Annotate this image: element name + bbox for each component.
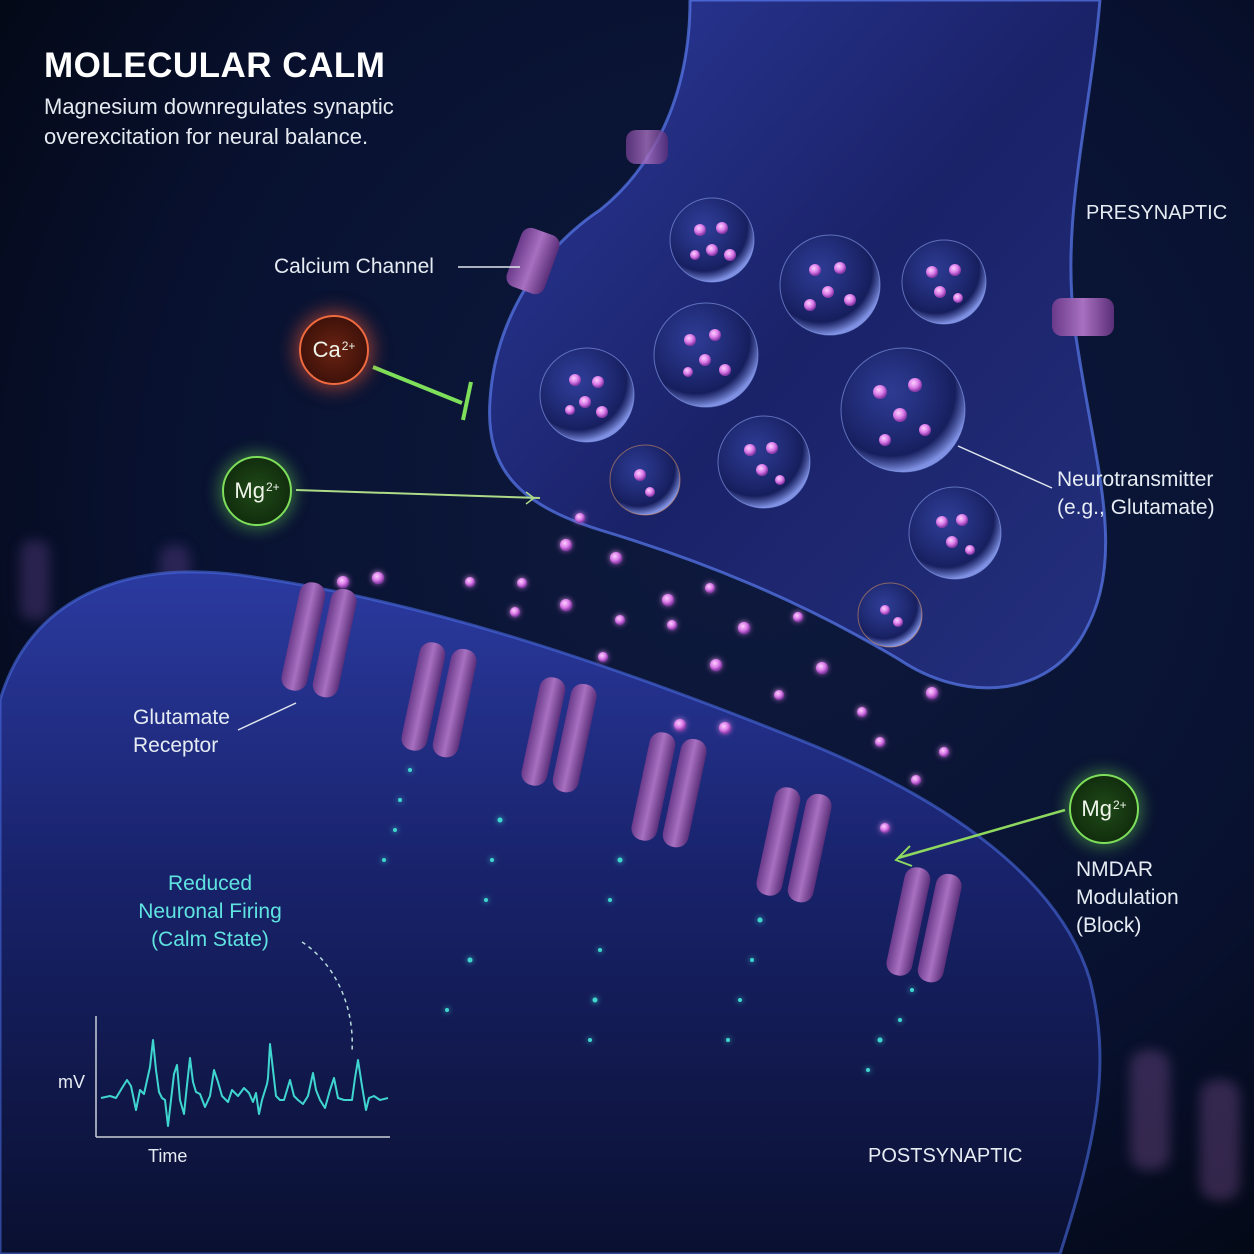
nmdar-label-line2: Modulation <box>1076 886 1179 909</box>
trace-x-axis-label: Time <box>148 1146 188 1166</box>
magnesium-ion-symbol: Mg <box>1081 796 1112 821</box>
neurotransmitter-leader <box>957 445 1053 489</box>
neurotransmitter-label-line1: Neurotransmitter <box>1057 468 1214 491</box>
mg-presynaptic-arrowhead <box>525 491 536 505</box>
firing-label-line1: Reduced <box>167 872 253 895</box>
firing-label-line2: Neuronal Firing <box>138 900 282 923</box>
glutamate-receptor-label: Glutamate Receptor <box>133 704 230 760</box>
trace-y-axis-label: mV <box>58 1072 85 1092</box>
magnesium-ion-charge: 2+ <box>265 480 280 494</box>
glutamate-receptor-label-line1: Glutamate <box>133 706 230 729</box>
calcium-ion-symbol: Ca <box>312 337 341 362</box>
page-subtitle: Magnesium downregulates synaptic overexc… <box>44 94 394 149</box>
magnesium-ion-symbol: Mg <box>234 478 265 503</box>
reduced-firing-label: Reduced Neuronal Firing (Calm State) <box>130 870 290 954</box>
nmdar-label-line3: (Block) <box>1076 914 1142 937</box>
nmdar-modulation-label: NMDAR Modulation (Block) <box>1076 856 1179 940</box>
presynaptic-label: PRESYNAPTIC <box>1086 202 1228 224</box>
membrane-potential-trace <box>95 1016 390 1138</box>
calcium-inhibition-bar <box>461 381 473 421</box>
glutamate-receptor-leader <box>237 702 297 731</box>
mg-nmdar-arrow <box>897 808 1066 860</box>
mg-nmdar-arrowhead <box>894 845 913 867</box>
firing-callout-line <box>301 941 353 1053</box>
synaptic-vesicles <box>539 197 1002 648</box>
neurotransmitter-label: Neurotransmitter (e.g., Glutamate) <box>1057 466 1215 522</box>
page-title: MOLECULAR CALM <box>44 46 386 85</box>
nmdar-label-line1: NMDAR <box>1076 858 1153 881</box>
magnesium-ion-charge: 2+ <box>1112 798 1127 812</box>
ion-flow-signal <box>382 768 914 1072</box>
firing-label-line3: (Calm State) <box>151 928 269 951</box>
calcium-ion-charge: 2+ <box>341 339 356 353</box>
calcium-channel-label: Calcium Channel <box>274 255 434 278</box>
postsynaptic-label: POSTSYNAPTIC <box>868 1145 1023 1167</box>
calcium-channel-icon <box>506 130 1114 336</box>
mg-presynaptic-arrow <box>295 489 541 499</box>
neurotransmitter-label-line2: (e.g., Glutamate) <box>1057 496 1215 519</box>
glutamate-receptor-label-line2: Receptor <box>133 734 219 757</box>
calcium-inhibition-arrow <box>372 365 463 405</box>
neurotransmitter-particles <box>337 513 949 833</box>
glutamate-receptors <box>281 582 962 983</box>
